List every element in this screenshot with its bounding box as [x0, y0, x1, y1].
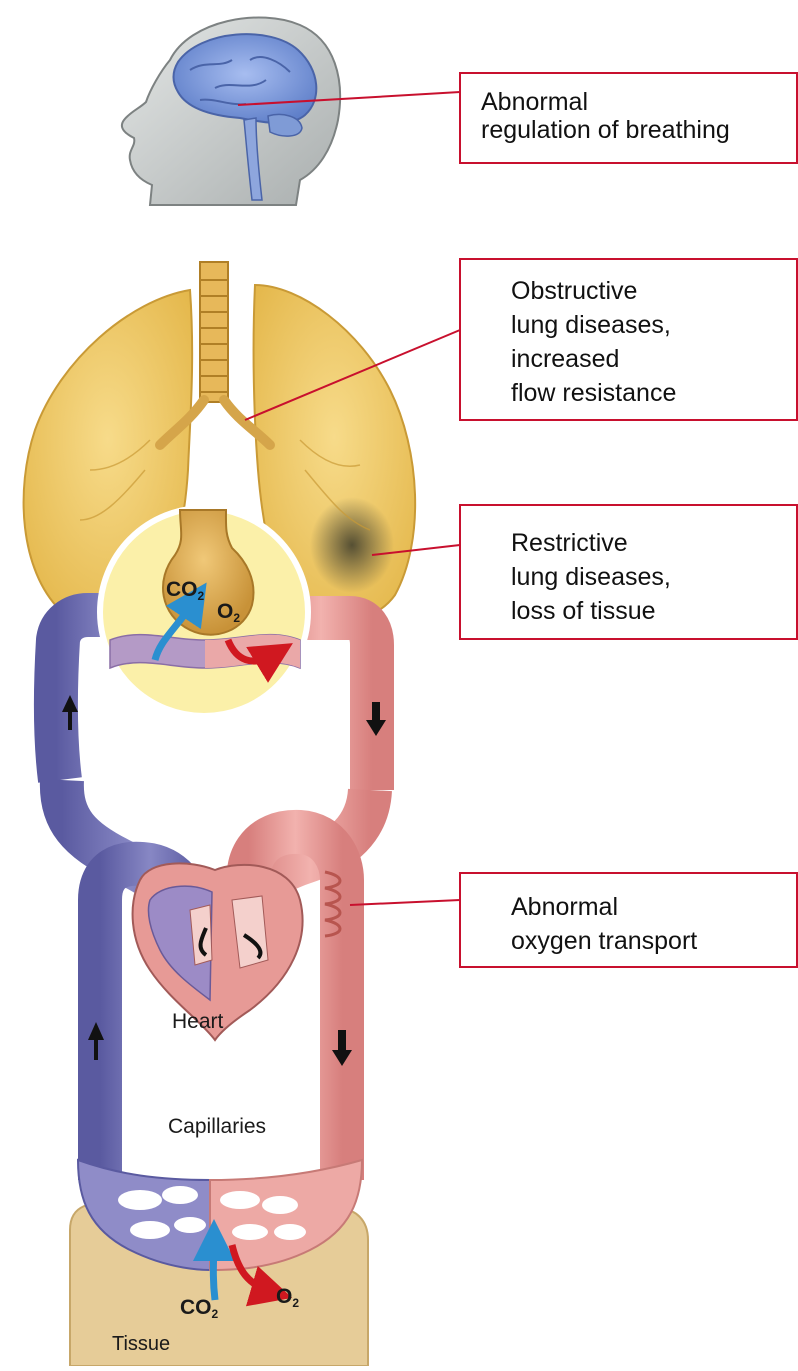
o2-label-tissue: O2 [276, 1285, 299, 1310]
o2-label-lung: O2 [217, 600, 240, 625]
heart-label: Heart [172, 1010, 223, 1034]
co2-arrow-tissue [213, 1240, 215, 1300]
co2-subscript: 2 [198, 589, 205, 603]
co2-text: CO [180, 1296, 212, 1319]
callout-restrictive: Restrictive lung diseases, loss of tissu… [459, 504, 798, 640]
tissue-label: Tissue [112, 1333, 170, 1356]
alveolus-icon [100, 508, 308, 716]
lung-damage-shading [310, 497, 394, 593]
o2-subscript: 2 [292, 1296, 299, 1310]
callout-obstructive-text: Obstructive lung diseases, increased flo… [511, 274, 676, 410]
co2-text: CO [166, 578, 198, 601]
callout-restrictive-text: Restrictive lung diseases, loss of tissu… [511, 526, 671, 628]
callout-breathing: Abnormal regulation of breathing [459, 72, 798, 164]
o2-text: O [217, 600, 233, 623]
co2-subscript: 2 [212, 1307, 219, 1321]
callout-oxygen: Abnormal oxygen transport [459, 872, 798, 968]
callout-breathing-text: Abnormal regulation of breathing [481, 88, 730, 144]
o2-text: O [276, 1285, 292, 1308]
o2-subscript: 2 [233, 611, 240, 625]
callout-oxygen-text: Abnormal oxygen transport [511, 890, 697, 958]
co2-label-lung: CO2 [166, 578, 204, 603]
callout-obstructive: Obstructive lung diseases, increased flo… [459, 258, 798, 421]
leader-oxygen [350, 900, 460, 905]
capillaries-label: Capillaries [168, 1115, 266, 1139]
co2-label-tissue: CO2 [180, 1296, 218, 1321]
